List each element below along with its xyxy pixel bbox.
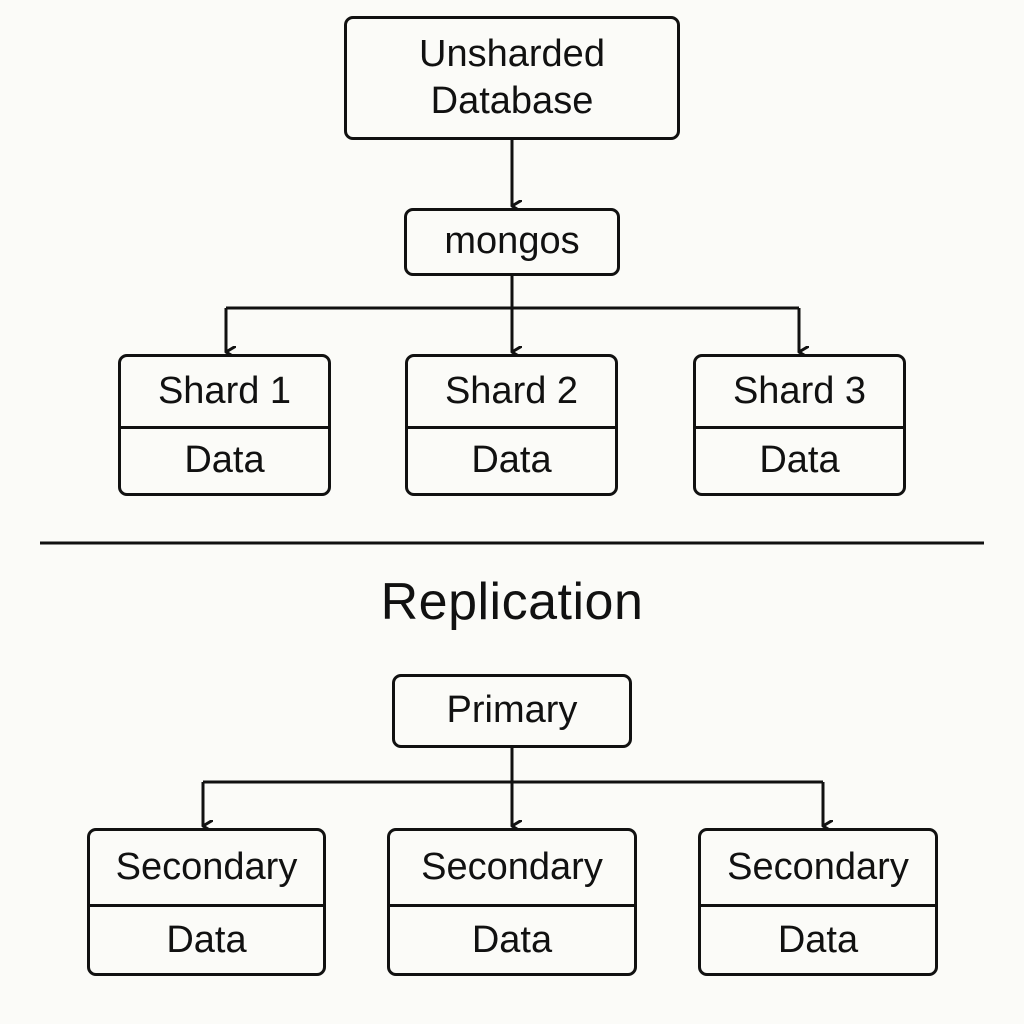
shard-1-box: Shard 1 Data [118,354,331,496]
secondary-2-box: Secondary Data [387,828,637,976]
primary-label: Primary [446,689,578,732]
unsharded-database-label: Unsharded Database [419,32,605,123]
mongos-fanout [224,276,799,352]
mongos-label: mongos [444,220,580,263]
secondary-3-name: Secondary [701,831,935,907]
primary-box: Primary [392,674,632,748]
shard-3-data: Data [759,438,840,481]
primary-fanout [201,748,823,826]
mongos-box: mongos [404,208,620,276]
shard-2-name: Shard 2 [408,357,615,429]
shard-1-data: Data [184,438,265,481]
shard-3-box: Shard 3 Data [693,354,906,496]
secondary-2-data: Data [471,918,553,961]
shard-3-name: Shard 3 [696,357,903,429]
secondary-2-name: Secondary [390,831,634,907]
shard-1-name: Shard 1 [121,357,328,429]
shard-2-data: Data [471,438,552,481]
secondary-1-box: Secondary Data [87,828,326,976]
secondary-1-name: Secondary [90,831,323,907]
unsharded-database-box: Unsharded Database [344,16,680,140]
shard-2-box: Shard 2 Data [405,354,618,496]
replication-title: Replication [380,573,644,631]
secondary-1-data: Data [166,918,247,961]
secondary-3-data: Data [777,918,859,961]
secondary-3-box: Secondary Data [698,828,938,976]
